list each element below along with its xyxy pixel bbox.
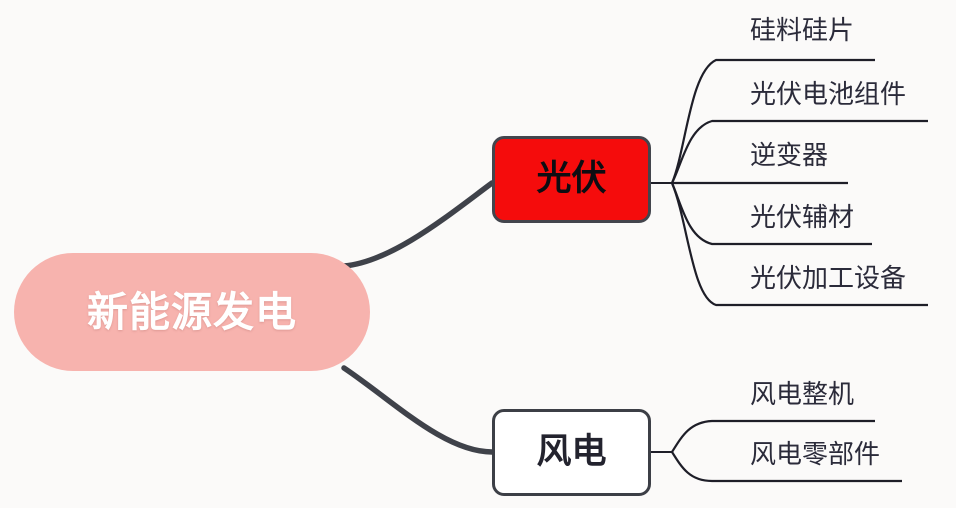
branch-node-wind-power[interactable]: 风电 xyxy=(492,409,651,496)
leaf-label-inverter[interactable]: 逆变器 xyxy=(750,141,829,171)
root-node-label: 新能源发电 xyxy=(87,287,297,336)
connector-root-to-wind xyxy=(341,365,495,455)
root-node[interactable]: 新能源发电 xyxy=(14,253,370,371)
leaf-label-silicon-wafer[interactable]: 硅料硅片 xyxy=(750,16,855,46)
leaf-label-pv-cell-module[interactable]: 光伏电池组件 xyxy=(750,80,907,110)
leaf-label-wind-components[interactable]: 风电零部件 xyxy=(750,440,881,470)
leaf-label-pv-equipment[interactable]: 光伏加工设备 xyxy=(750,264,907,294)
connector-root-to-pv xyxy=(341,180,495,269)
branch-node-photovoltaic[interactable]: 光伏 xyxy=(492,136,651,223)
branch-node-photovoltaic-label: 光伏 xyxy=(536,159,607,199)
leaf-label-pv-auxiliary[interactable]: 光伏辅材 xyxy=(750,203,855,233)
branch-node-wind-power-label: 风电 xyxy=(536,432,607,472)
leaf-label-wind-turbine[interactable]: 风电整机 xyxy=(750,380,855,410)
